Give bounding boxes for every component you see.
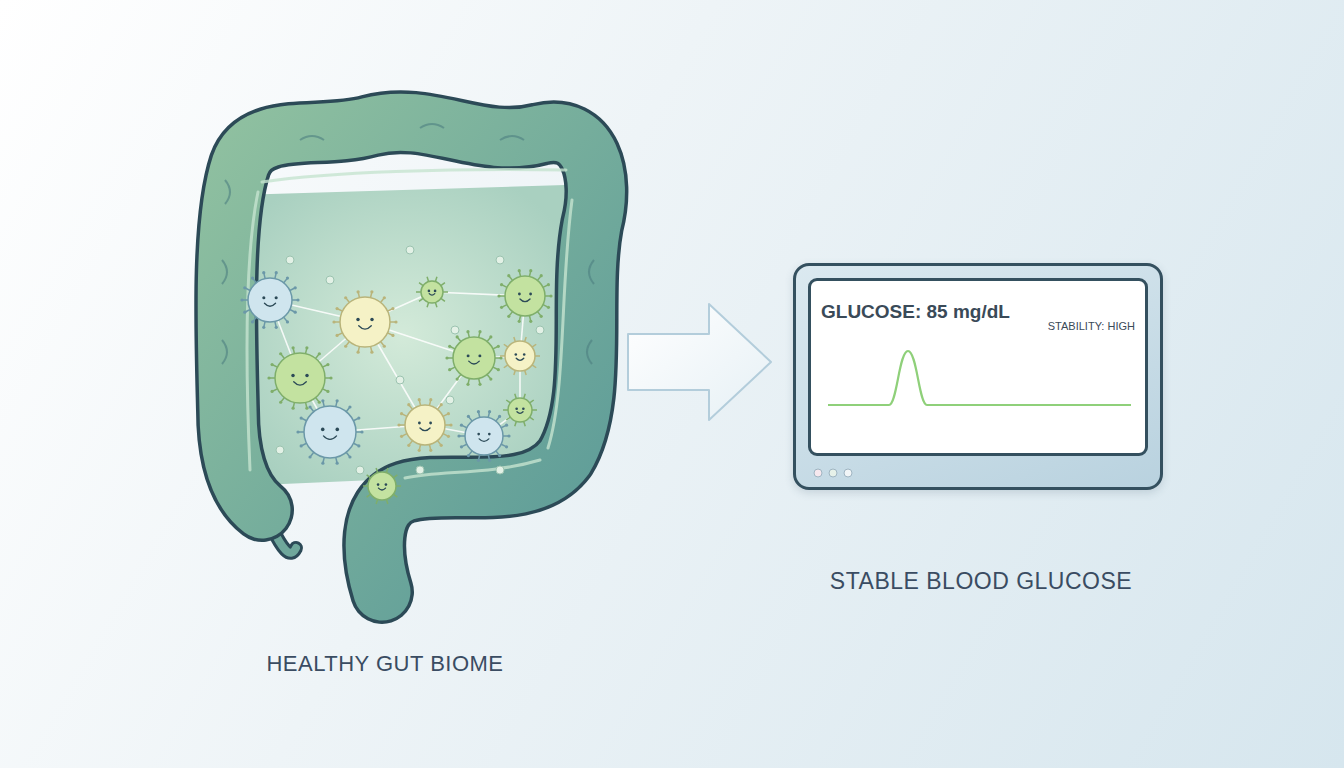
flow-arrow <box>628 304 771 420</box>
node-label: STABLE BLOOD GLUCOSE <box>756 568 1206 595</box>
stability-status: STABILITY: HIGH <box>1048 320 1135 332</box>
glucose-reading: GLUCOSE: 85 mg/dL <box>821 301 1010 323</box>
gut-biome-node: HEALTHY GUT BIOME <box>185 95 625 685</box>
glucose-monitor: STABLE BLOOD GLUCOSEGLUCOSE: 85 mg/dLSTA… <box>793 263 1163 490</box>
monitor-screen: GLUCOSE: 85 mg/dL STABILITY: HIGH <box>808 278 1148 456</box>
node-label: HEALTHY GUT BIOME <box>185 651 585 677</box>
microbe-network <box>240 246 552 504</box>
indicator-dots <box>812 465 872 481</box>
colon <box>222 122 596 592</box>
